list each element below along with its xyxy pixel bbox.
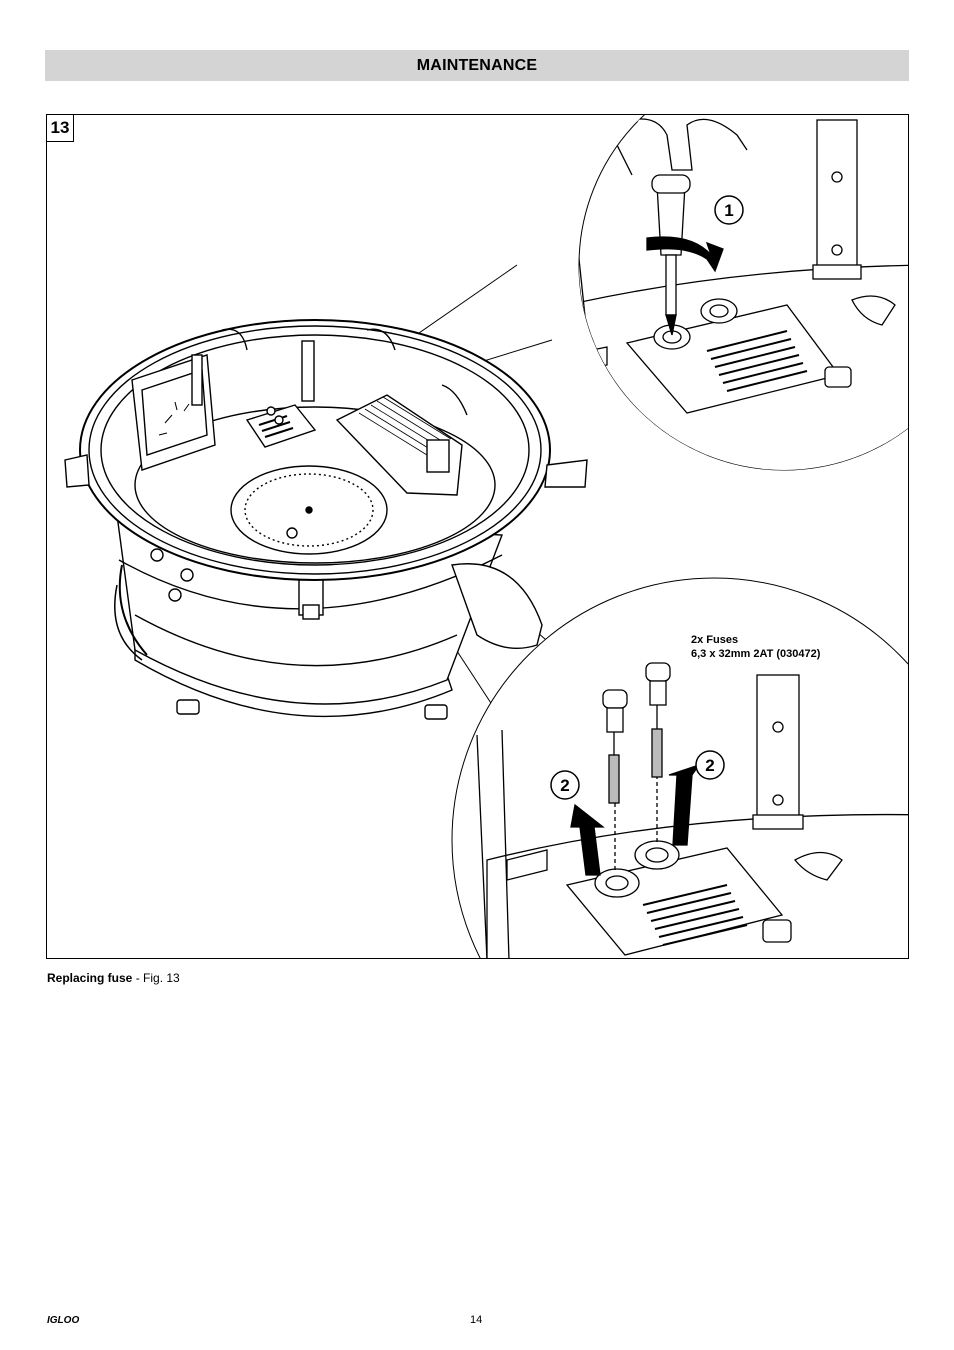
caption-rest: - Fig. 13 <box>132 971 180 985</box>
section-header: MAINTENANCE <box>45 50 909 81</box>
fuse-spec-line2: 6,3 x 32mm 2AT (030472) <box>691 648 821 660</box>
caption-bold: Replacing fuse <box>47 971 133 985</box>
figure-number: 13 <box>47 115 74 142</box>
figure-caption: Replacing fuse - Fig. 13 <box>47 971 180 985</box>
fuse-spec-line1: 2x Fuses <box>691 634 739 646</box>
page-number: 14 <box>470 1314 483 1326</box>
detail-circle-screwdriver: 1 <box>578 115 908 471</box>
step-2-right-label: 2 <box>705 756 714 775</box>
step-1-label: 1 <box>724 201 733 220</box>
fuse-spec-note: 2x Fuses 6,3 x 32mm 2AT (030472) <box>691 633 820 661</box>
unit-body <box>64 319 588 720</box>
fuse-replacement-illustration: 1 <box>64 115 908 958</box>
figure-frame: 13 <box>46 114 909 959</box>
detail-circle-fuse-removal: 2 2 <box>451 577 908 958</box>
step-2-left-label: 2 <box>560 776 569 795</box>
brand-footer: IGLOO <box>47 1315 80 1326</box>
section-title: MAINTENANCE <box>416 56 538 74</box>
